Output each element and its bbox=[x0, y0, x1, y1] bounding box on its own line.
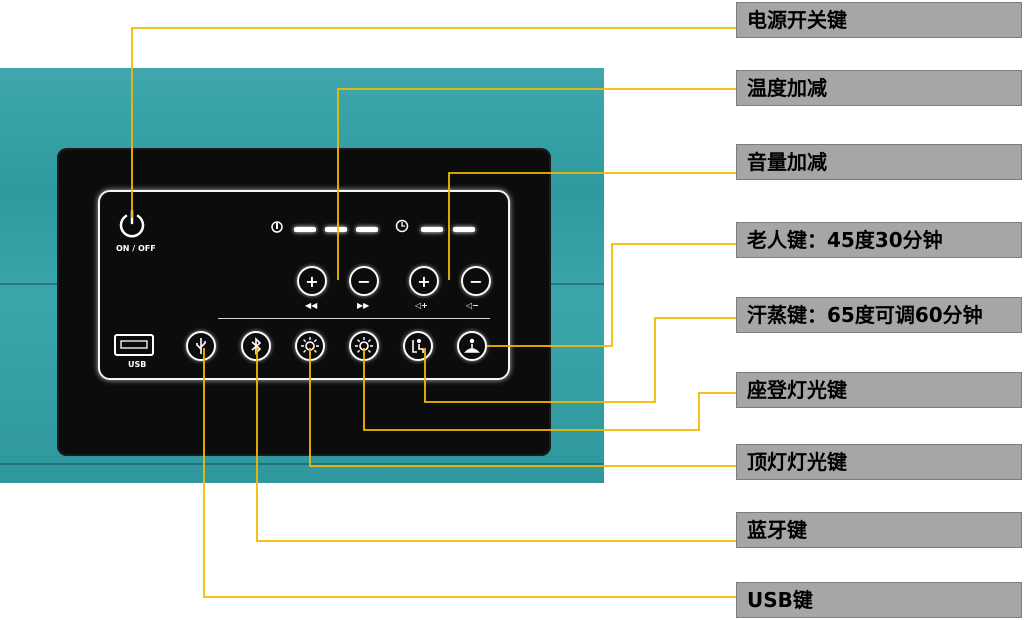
volume-down-icon: ◁− bbox=[466, 301, 479, 310]
leader-line-bluetooth bbox=[256, 348, 736, 542]
wood-plank-seam bbox=[0, 463, 604, 465]
meditation-person-icon bbox=[464, 338, 480, 353]
leader-line-power bbox=[131, 27, 736, 218]
thermometer-icon bbox=[271, 221, 283, 233]
timer-display-digit bbox=[421, 227, 443, 232]
label-volume: 音量加减 bbox=[736, 144, 1022, 180]
usb-button[interactable] bbox=[186, 331, 216, 361]
sweat-button[interactable] bbox=[403, 331, 433, 361]
temperature-plus-button[interactable]: + bbox=[297, 266, 327, 296]
leader-line-top-light bbox=[309, 348, 736, 467]
leader-line-sweat bbox=[424, 317, 736, 403]
label-sweat: 汗蒸键：65度可调60分钟 bbox=[736, 297, 1022, 333]
leader-line-elderly bbox=[487, 243, 736, 347]
label-seat-light: 座登灯光键 bbox=[736, 372, 1022, 408]
volume-minus-button[interactable]: − bbox=[461, 266, 491, 296]
on-off-text: ON / OFF bbox=[116, 244, 156, 253]
usb-icon bbox=[114, 334, 154, 356]
volume-up-icon: ◁+ bbox=[415, 301, 428, 310]
leader-line-volume bbox=[448, 172, 736, 280]
label-temperature: 温度加减 bbox=[736, 70, 1022, 106]
temperature-minus-button[interactable]: − bbox=[349, 266, 379, 296]
bluetooth-icon bbox=[251, 337, 262, 355]
forward-icon: ▶▶ bbox=[357, 301, 370, 310]
temperature-display-digit bbox=[356, 227, 378, 232]
temperature-display-digit bbox=[325, 227, 347, 232]
leader-line-seat-light bbox=[363, 348, 736, 431]
panel-divider bbox=[218, 318, 490, 319]
touch-panel-outline bbox=[98, 190, 510, 380]
timer-display-digit bbox=[453, 227, 475, 232]
rewind-icon: ◀◀ bbox=[305, 301, 318, 310]
bluetooth-button[interactable] bbox=[241, 331, 271, 361]
panel-bezel bbox=[57, 148, 551, 456]
seat-person-icon bbox=[412, 339, 424, 353]
temperature-display-digit bbox=[294, 227, 316, 232]
volume-plus-button[interactable]: + bbox=[409, 266, 439, 296]
clock-icon bbox=[395, 219, 409, 233]
label-power: 电源开关键 bbox=[736, 2, 1022, 38]
leader-line-usb bbox=[203, 348, 736, 598]
sun-icon bbox=[301, 337, 319, 355]
label-top-light: 顶灯灯光键 bbox=[736, 444, 1022, 480]
leader-line-temperature bbox=[337, 88, 736, 280]
usb-icon bbox=[196, 338, 206, 354]
label-bluetooth: 蓝牙键 bbox=[736, 512, 1022, 548]
label-usb: USB键 bbox=[736, 582, 1022, 618]
usb-port-text: USB bbox=[128, 360, 147, 369]
label-elderly: 老人键：45度30分钟 bbox=[736, 222, 1022, 258]
elderly-button[interactable] bbox=[457, 331, 487, 361]
